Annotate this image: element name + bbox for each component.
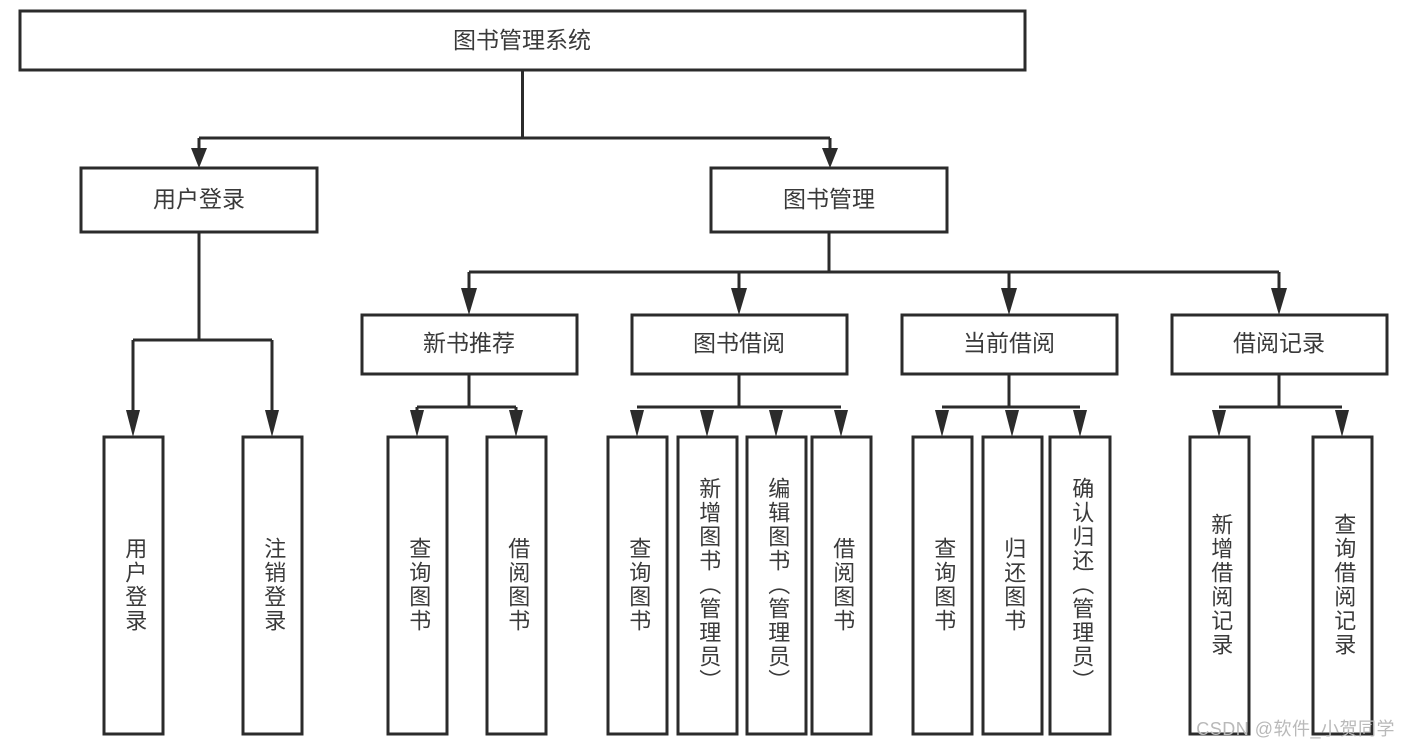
node-leaf-edit-book-label: 编辑图书（管理员）	[765, 477, 790, 693]
node-leaf-confirm-return-box[interactable]	[1048, 435, 1112, 736]
node-leaf-add-book-box[interactable]	[676, 435, 739, 736]
node-borrow-record-box[interactable]	[1170, 313, 1389, 376]
node-leaf-user-login-box[interactable]	[102, 435, 165, 736]
node-leaf-query-book-2[interactable]: 查询图书	[606, 435, 669, 736]
arrowhead-leaf-edit-book	[769, 410, 783, 437]
node-leaf-edit-book-box[interactable]	[745, 435, 808, 736]
node-root[interactable]: 图书管理系统	[18, 9, 1027, 72]
node-leaf-edit-book[interactable]: 编辑图书（管理员）	[745, 435, 808, 736]
node-leaf-query-book-3-label: 查询图书	[931, 537, 956, 633]
arrowhead-bookborrow	[731, 288, 747, 315]
node-current-borrow-box[interactable]	[900, 313, 1119, 376]
node-user-login-box[interactable]	[79, 166, 319, 234]
node-book-manage-box[interactable]	[709, 166, 949, 234]
arrowhead-leaf-add-record	[1212, 410, 1226, 437]
node-book-manage-label: 图书管理	[783, 186, 875, 212]
node-leaf-query-book-1-label: 查询图书	[406, 537, 431, 633]
node-leaf-query-record-box[interactable]	[1311, 435, 1374, 736]
node-leaf-query-book-1[interactable]: 查询图书	[386, 435, 449, 736]
node-leaf-borrow-book-1-label: 借阅图书	[505, 537, 530, 633]
node-leaf-add-book-label: 新增图书（管理员）	[696, 477, 721, 693]
node-leaf-add-record-label: 新增借阅记录	[1208, 513, 1233, 657]
arrowhead-leaf-query-book-3	[935, 410, 949, 437]
node-leaf-query-book-3[interactable]: 查询图书	[911, 435, 974, 736]
node-leaf-query-book-2-box[interactable]	[606, 435, 669, 736]
node-root-label: 图书管理系统	[453, 27, 591, 53]
node-leaf-add-book[interactable]: 新增图书（管理员）	[676, 435, 739, 736]
arrowhead-book-manage	[822, 148, 838, 168]
node-borrow-record[interactable]: 借阅记录	[1170, 313, 1389, 376]
node-book-borrow[interactable]: 图书借阅	[630, 313, 849, 376]
arrowhead-leaf-logout	[265, 410, 279, 437]
arrowhead-leaf-query-record	[1335, 410, 1349, 437]
connector-layer	[126, 70, 1349, 437]
arrowhead-currentborrow	[1001, 288, 1017, 315]
node-leaf-confirm-return[interactable]: 确认归还（管理员）	[1048, 435, 1112, 736]
node-leaf-return-book-box[interactable]	[981, 435, 1044, 736]
arrowhead-leaf-user-login	[126, 410, 140, 437]
node-leaf-return-book-label: 归还图书	[1001, 537, 1026, 633]
node-leaf-borrow-book-2-label: 借阅图书	[830, 537, 855, 633]
node-leaf-query-book-3-box[interactable]	[911, 435, 974, 736]
node-user-login[interactable]: 用户登录	[79, 166, 319, 234]
node-leaf-add-record-box[interactable]	[1188, 435, 1251, 736]
arrowhead-leaf-borrow-book-1	[509, 410, 523, 437]
node-current-borrow[interactable]: 当前借阅	[900, 313, 1119, 376]
node-leaf-add-record[interactable]: 新增借阅记录	[1188, 435, 1251, 736]
node-leaf-confirm-return-label: 确认归还（管理员）	[1069, 477, 1094, 693]
node-book-manage[interactable]: 图书管理	[709, 166, 949, 234]
node-leaf-return-book[interactable]: 归还图书	[981, 435, 1044, 736]
arrowhead-user-login	[191, 148, 207, 168]
node-leaf-borrow-book-2[interactable]: 借阅图书	[810, 435, 873, 736]
arrowhead-leaf-confirm-return	[1073, 410, 1087, 437]
arrowhead-leaf-query-book-2	[630, 410, 644, 437]
arrowhead-leaf-add-book	[700, 410, 714, 437]
node-leaf-user-login[interactable]: 用户登录	[102, 435, 165, 736]
node-borrow-record-label: 借阅记录	[1233, 330, 1325, 356]
node-leaf-borrow-book-1-box[interactable]	[485, 435, 548, 736]
arrowhead-leaf-borrow-book-2	[834, 410, 848, 437]
node-leaf-logout[interactable]: 注销登录	[241, 435, 304, 736]
node-leaf-query-record[interactable]: 查询借阅记录	[1311, 435, 1374, 736]
node-new-book-recommend-box[interactable]	[360, 313, 579, 376]
node-leaf-query-book-1-box[interactable]	[386, 435, 449, 736]
node-leaf-logout-label: 注销登录	[261, 537, 286, 633]
node-current-borrow-label: 当前借阅	[963, 330, 1055, 356]
arrowhead-leaf-return-book	[1005, 410, 1019, 437]
arrowhead-leaf-query-book-1	[410, 410, 424, 437]
node-leaf-user-login-label: 用户登录	[122, 537, 147, 633]
node-leaf-logout-box[interactable]	[241, 435, 304, 736]
node-book-borrow-label: 图书借阅	[693, 330, 785, 356]
node-user-login-label: 用户登录	[153, 186, 245, 212]
node-root-box[interactable]	[18, 9, 1027, 72]
node-leaf-borrow-book-2-box[interactable]	[810, 435, 873, 736]
node-book-borrow-box[interactable]	[630, 313, 849, 376]
node-new-book-recommend-label: 新书推荐	[423, 330, 515, 356]
node-leaf-query-record-label: 查询借阅记录	[1331, 513, 1356, 657]
arrowhead-newbook	[461, 288, 477, 315]
node-new-book-recommend[interactable]: 新书推荐	[360, 313, 579, 376]
arrowhead-borrowrecord	[1271, 288, 1287, 315]
node-leaf-borrow-book-1[interactable]: 借阅图书	[485, 435, 548, 736]
node-leaf-query-book-2-label: 查询图书	[626, 537, 651, 633]
